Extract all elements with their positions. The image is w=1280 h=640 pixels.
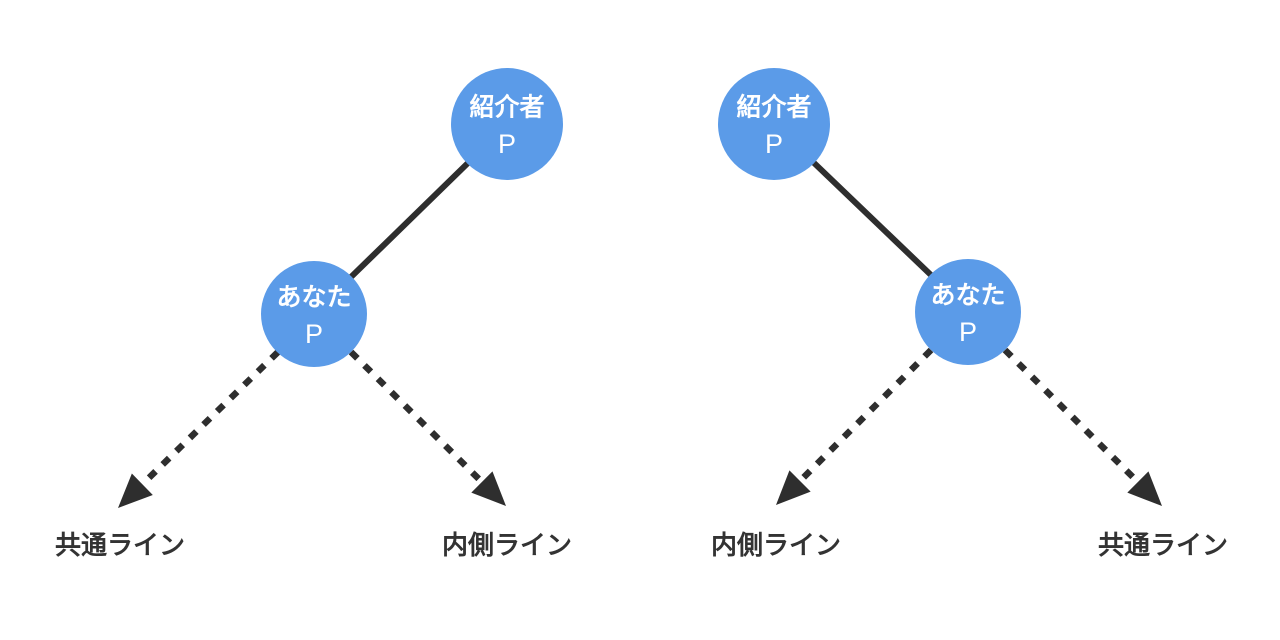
- leaf-label-inner-line: 内側ライン: [711, 530, 841, 560]
- node-rank-label: P: [765, 129, 783, 159]
- node-rank-label: P: [305, 319, 323, 349]
- solid-connector-line: [809, 158, 935, 279]
- right-tree: 紹介者 P あなた P 内側ライン 共通ライン: [711, 68, 1228, 560]
- arrow-head-icon: [1127, 471, 1162, 506]
- dashed-connector-line: [137, 349, 281, 490]
- referrer-node[interactable]: 紹介者 P: [718, 68, 830, 180]
- referrer-to-you-edge: [809, 158, 935, 279]
- dashed-connector-line: [1002, 347, 1144, 488]
- arrow-head-icon: [471, 471, 506, 506]
- you-to-common-line-edge: [118, 349, 281, 508]
- node-title-label: あなた: [276, 284, 351, 312]
- you-node[interactable]: あなた P: [261, 261, 367, 367]
- you-to-common-line-edge: [1002, 347, 1162, 506]
- node-circle[interactable]: [718, 68, 830, 180]
- node-circle[interactable]: [915, 259, 1021, 365]
- you-node[interactable]: あなた P: [915, 259, 1021, 365]
- node-title-label: 紹介者: [736, 93, 811, 122]
- you-to-inner-line-edge: [776, 347, 934, 505]
- referrer-to-you-edge: [348, 158, 473, 280]
- node-circle[interactable]: [451, 68, 563, 180]
- dashed-connector-line: [348, 349, 488, 488]
- leaf-label-common-line: 共通ライン: [1098, 530, 1228, 560]
- leaf-label-common-line: 共通ライン: [55, 530, 185, 560]
- node-circle[interactable]: [261, 261, 367, 367]
- solid-connector-line: [348, 158, 473, 280]
- node-rank-label: P: [498, 129, 516, 159]
- node-title-label: 紹介者: [469, 93, 544, 122]
- node-title-label: あなた: [930, 282, 1005, 310]
- node-rank-label: P: [959, 317, 977, 347]
- you-to-inner-line-edge: [348, 349, 506, 506]
- dashed-connector-line: [794, 347, 934, 487]
- arrow-head-icon: [776, 470, 811, 505]
- left-tree: 紹介者 P あなた P 共通ライン 内側ライン: [55, 68, 572, 560]
- leaf-label-inner-line: 内側ライン: [442, 530, 572, 560]
- referrer-node[interactable]: 紹介者 P: [451, 68, 563, 180]
- arrow-head-icon: [118, 473, 153, 508]
